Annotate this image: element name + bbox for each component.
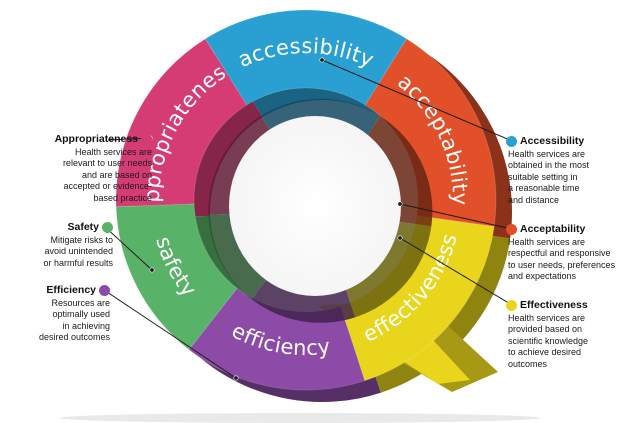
desc-line: Health services are xyxy=(508,149,641,160)
acceptability-dot-icon xyxy=(506,224,517,235)
desc-line: to user needs, preferences xyxy=(508,260,641,271)
desc-line: Health services are xyxy=(2,147,152,158)
callout-title: Acceptability xyxy=(520,223,585,236)
desc-line: avoid unintended xyxy=(0,246,113,257)
desc-line: provided based on xyxy=(508,324,641,335)
desc-line: and distance xyxy=(508,195,641,206)
effectiveness-leader-end-dot xyxy=(398,236,402,240)
desc-line: relevant to user needs xyxy=(2,158,152,169)
callout-title: Effectiveness xyxy=(520,299,588,312)
desc-line: optimally used xyxy=(0,309,110,320)
desc-line: in achieving xyxy=(0,321,110,332)
acceptability-leader-end-dot xyxy=(398,202,402,206)
ring-hole xyxy=(229,116,401,296)
desc-line: and are based on xyxy=(2,170,152,181)
callout-title: Efficiency xyxy=(46,284,96,297)
desc-line: a reasonable time xyxy=(508,183,641,194)
callout-efficiency: Efficiency Resources are optimally used … xyxy=(0,284,110,344)
desc-line: and expectations xyxy=(508,271,641,282)
callout-acceptability: Acceptability Health services are respec… xyxy=(506,223,641,283)
desc-line: based practice xyxy=(2,193,152,204)
callout-description: Health services are relevant to user nee… xyxy=(2,147,152,204)
accessibility-dot-icon xyxy=(506,136,517,147)
callout-description: Mitigate risks to avoid unintended or ha… xyxy=(0,235,113,269)
desc-line: Health services are xyxy=(508,313,641,324)
desc-line: or harmful results xyxy=(0,258,113,269)
effectiveness-dot-icon xyxy=(506,300,517,311)
callout-title: Appropriateness xyxy=(55,133,138,146)
safety-dot-icon xyxy=(102,222,113,233)
callout-description: Health services are obtained in the most… xyxy=(506,149,641,206)
callout-description: Resources are optimally used in achievin… xyxy=(0,298,110,344)
callout-safety: Safety Mitigate risks to avoid unintende… xyxy=(0,221,113,269)
callout-title: Accessibility xyxy=(520,135,584,148)
desc-line: scientific knowledge xyxy=(508,336,641,347)
callout-appropriateness: Appropriateness Health services are rele… xyxy=(2,133,152,204)
desc-line: Resources are xyxy=(0,298,110,309)
callout-description: Health services are provided based on sc… xyxy=(506,313,641,370)
callout-title: Safety xyxy=(67,221,99,234)
desc-line: Health services are xyxy=(508,237,641,248)
callout-effectiveness: Effectiveness Health services are provid… xyxy=(506,299,641,370)
callout-description: Health services are respectful and respo… xyxy=(506,237,641,283)
desc-line: outcomes xyxy=(508,359,641,370)
desc-line: respectful and responsive xyxy=(508,248,641,259)
efficiency-dot-icon xyxy=(99,285,110,296)
desc-line: obtained in the most xyxy=(508,160,641,171)
floor-shadow xyxy=(60,413,540,423)
desc-line: suitable setting in xyxy=(508,172,641,183)
callout-accessibility: Accessibility Health services are obtain… xyxy=(506,135,641,206)
desc-line: desired outcomes xyxy=(0,332,110,343)
appropriateness-dot-icon xyxy=(141,134,152,145)
accessibility-leader-end-dot xyxy=(320,58,324,62)
efficiency-leader-end-dot xyxy=(234,376,238,380)
safety-leader-end-dot xyxy=(150,268,154,272)
ring-inner-wall xyxy=(208,99,432,323)
desc-line: accepted or evidence- xyxy=(2,181,152,192)
desc-line: Mitigate risks to xyxy=(0,235,113,246)
desc-line: to achieve desired xyxy=(508,347,641,358)
